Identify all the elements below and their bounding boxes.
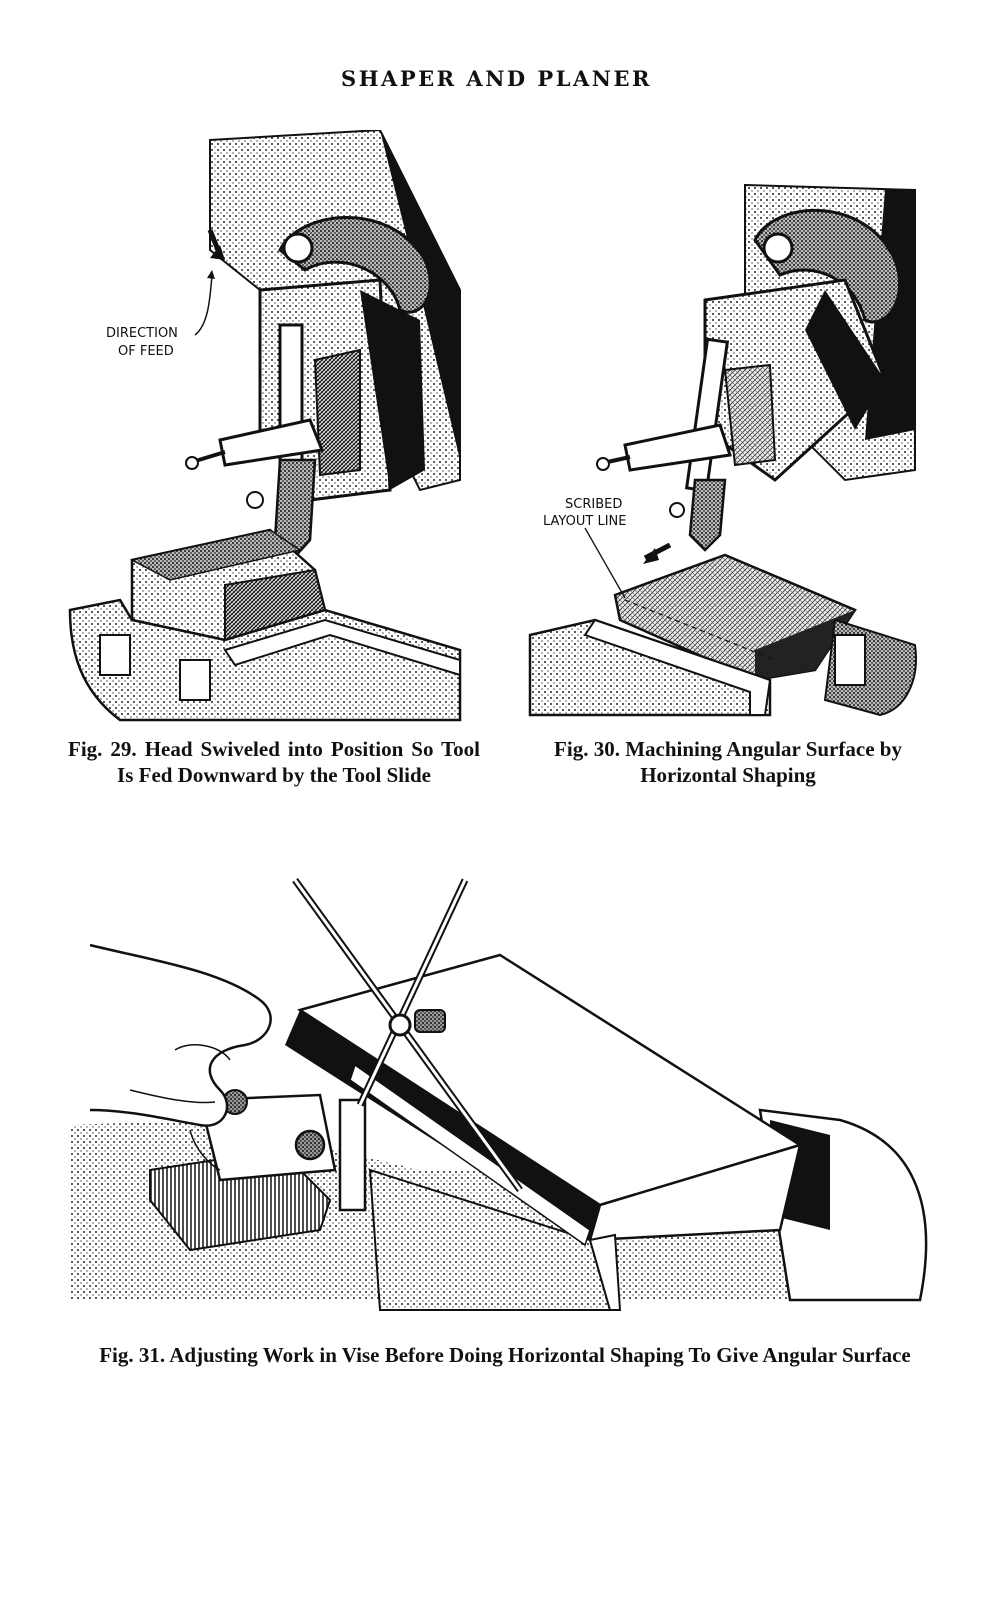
figure-29-illustration: DIRECTION OF FEED (60, 130, 480, 725)
figure-30-illustration: SCRIBED LAYOUT LINE (525, 180, 920, 720)
scribed-layout-line-label-line1: SCRIBED (565, 497, 622, 512)
running-header: SHAPER AND PLANER (341, 66, 652, 91)
figure-29-caption: Fig. 29. Head Swiveled into Position So … (68, 737, 480, 787)
direction-of-feed-label-line2: OF FEED (118, 344, 174, 359)
scribed-layout-line-label-line2: LAYOUT LINE (543, 514, 627, 529)
figure-31-caption: Fig. 31. Adjusting Work in Vise Before D… (99, 1343, 911, 1367)
figure-31-illustration (70, 870, 940, 1320)
direction-of-feed-label-line1: DIRECTION (106, 326, 178, 341)
figure-30-caption: Fig. 30. Machining Angular Surface by Ho… (554, 737, 902, 787)
